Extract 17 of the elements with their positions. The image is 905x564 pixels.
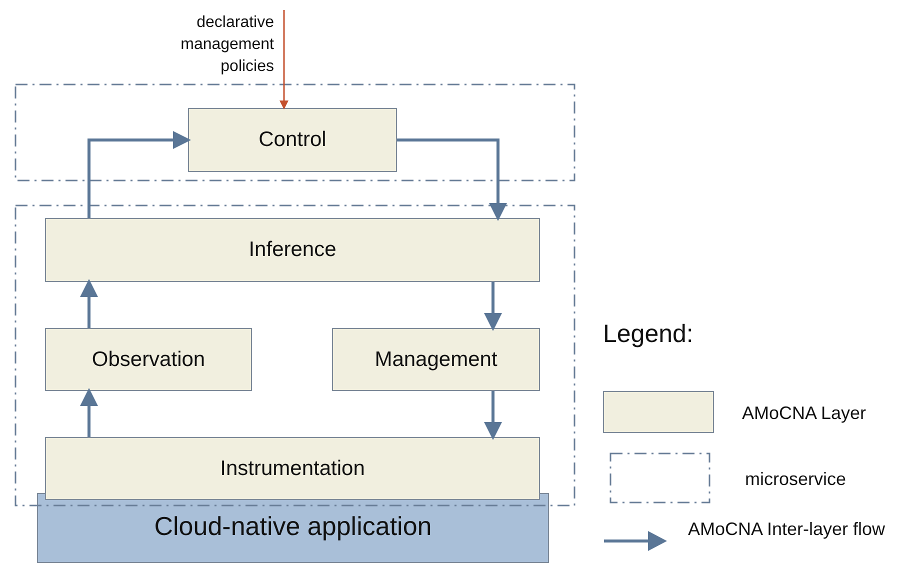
arrow [88,131,191,218]
arrow [484,391,502,440]
annotation-text: declarative management policies [150,10,284,80]
arrow [80,388,98,437]
arrow [80,279,98,328]
arrow [397,138,507,221]
layer-box: Inference [45,218,540,282]
layer-box: Control [188,108,397,172]
layer-box: Observation [45,328,252,391]
layer-box: Management [332,328,540,391]
legend-title: Legend: [603,320,694,349]
arrow [280,10,288,110]
layer-box: Instrumentation [45,437,540,500]
legend-text: AMoCNA Inter-layer flow [688,518,886,540]
arrow [484,282,502,331]
legend-text: AMoCNA Layer [742,402,866,424]
legend-text: microservice [745,468,846,490]
